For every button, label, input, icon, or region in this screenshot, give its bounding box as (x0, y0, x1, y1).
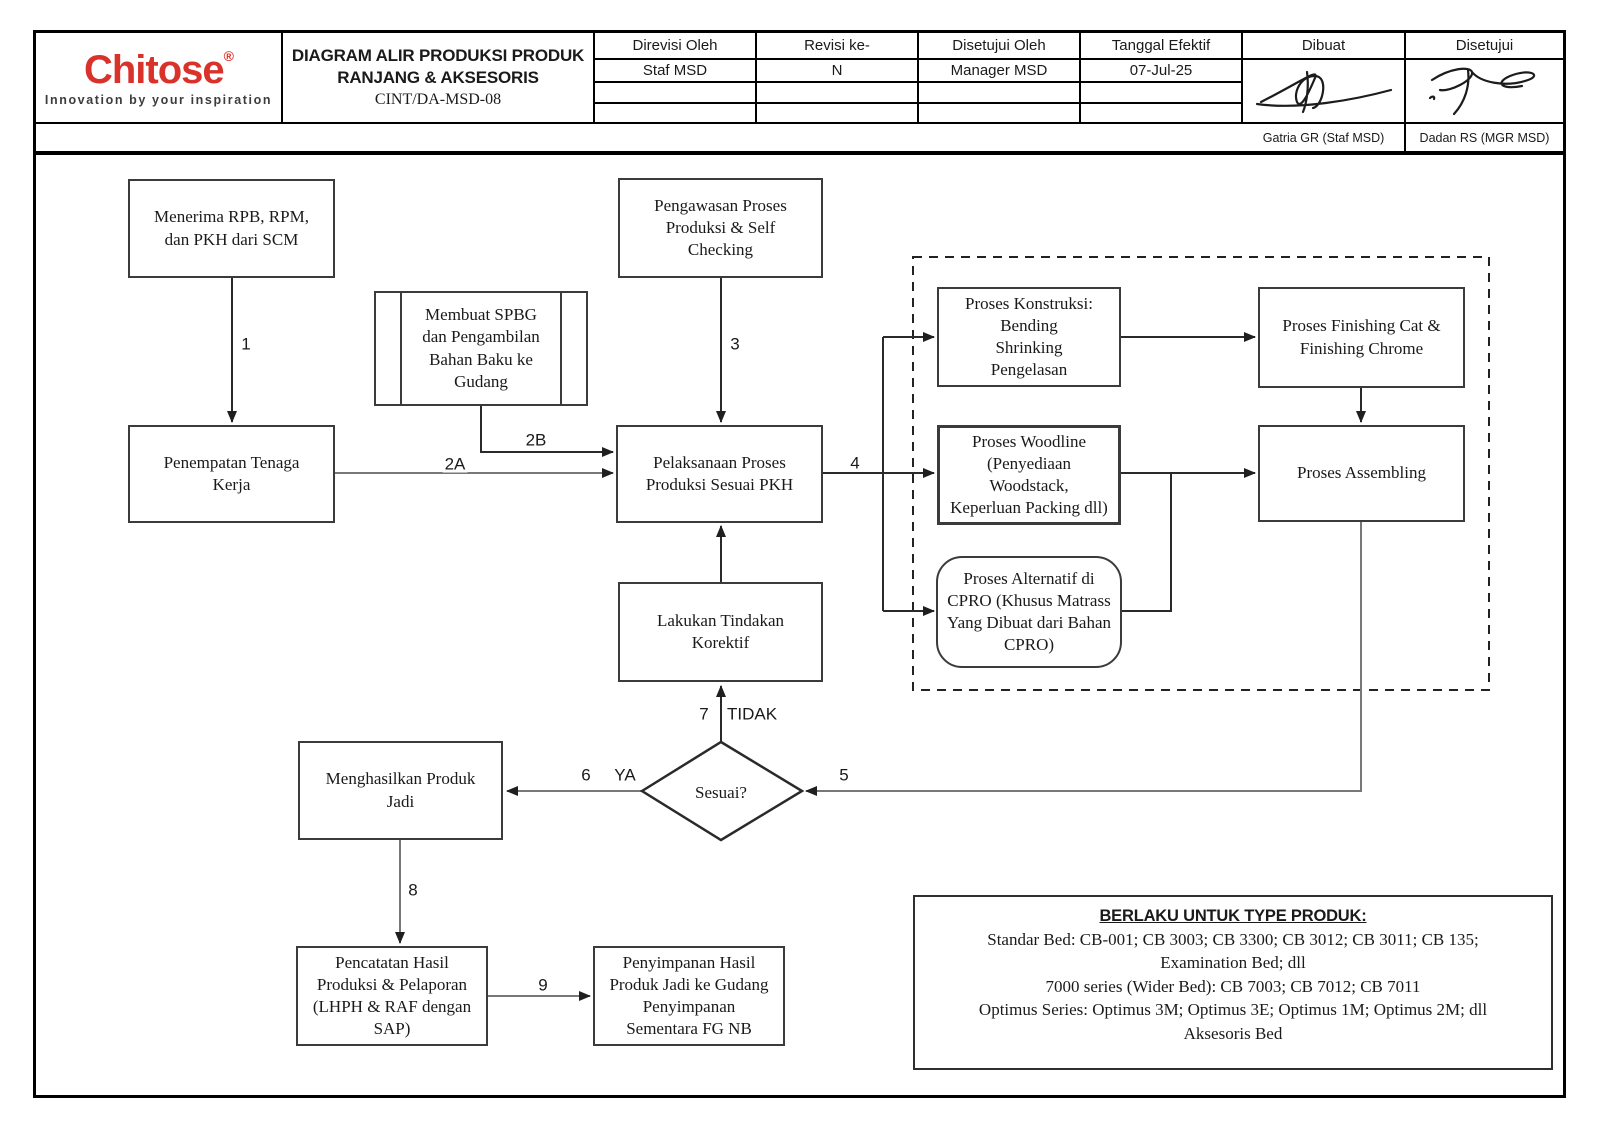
edge-cpro-join (1122, 474, 1172, 612)
dibuat-name: Gatria GR (Staf MSD) (1243, 124, 1406, 151)
rev-empty-cell (1081, 104, 1243, 124)
rev-header-tanggal: Tanggal Efektif (1081, 33, 1243, 60)
title-cell: DIAGRAM ALIR PRODUKSI PRODUK RANJANG & A… (283, 33, 595, 124)
rev-value-tanggal: 07-Jul-25 (1081, 60, 1243, 83)
edge-label-2a: 2A (442, 454, 468, 474)
edge-label-5: 5 (837, 765, 851, 785)
edge-label-tidak: TIDAK (724, 704, 780, 724)
decision-label-sesuai: Sesuai? (695, 783, 747, 802)
header-divider (36, 151, 1563, 155)
node-assembling: Proses Assembling (1258, 425, 1465, 522)
rev-header-disetujui: Disetujui Oleh (919, 33, 1081, 60)
rev-value-disetujui: Manager MSD (919, 60, 1081, 83)
node-menghasilkan: Menghasilkan Produk Jadi (298, 741, 503, 840)
dashed-group-region (912, 256, 1490, 691)
node-membuat-spbg: Membuat SPBG dan Pengambilan Bahan Baku … (374, 291, 588, 406)
rev-empty-cell (757, 104, 919, 124)
document-page: Chitose® Innovation by your inspiration … (33, 30, 1566, 1098)
rev-empty-cell (1081, 83, 1243, 104)
node-cpro-alternatif: Proses Alternatif di CPRO (Khusus Matras… (936, 556, 1122, 668)
edge-label-7: 7 (697, 704, 711, 724)
rev-empty-cell (595, 104, 757, 124)
rev-empty-cell (919, 104, 1081, 124)
node-penempatan: Penempatan Tenaga Kerja (128, 425, 335, 523)
rev-header-revisi: Revisi ke- (757, 33, 919, 60)
logo-text: Chitose (83, 47, 225, 92)
edge-label-9: 9 (536, 975, 550, 995)
node-tindakan-korektif: Lakukan Tindakan Korektif (618, 582, 823, 682)
edge-label-2b: 2B (523, 430, 549, 450)
signature-dibuat (1255, 70, 1392, 114)
node-pengawasan: Pengawasan Proses Produksi & Self Checki… (618, 178, 823, 278)
dibuat-header: Dibuat (1243, 33, 1406, 60)
rev-empty-cell (919, 83, 1081, 104)
node-pencatatan: Pencatatan Hasil Produksi & Pelaporan (L… (296, 946, 488, 1046)
decision-diamond (639, 740, 805, 842)
note-title: BERLAKU UNTUK TYPE PRODUK: (1099, 907, 1367, 925)
edge-2b (480, 406, 614, 457)
note-line: Aksesoris Bed (1183, 1023, 1283, 1043)
registered-mark-icon: ® (223, 47, 234, 64)
flowchart-connectors (227, 256, 1490, 1001)
edge-5 (805, 522, 1362, 796)
chitose-logo: Chitose® (83, 47, 234, 92)
edge-label-3: 3 (728, 334, 742, 354)
rev-header-direvisi: Direvisi Oleh (595, 33, 757, 60)
node-penyimpanan: Penyimpanan Hasil Produk Jadi ke Gudang … (593, 946, 785, 1046)
doc-code: CINT/DA-MSD-08 (374, 90, 502, 108)
edge-label-ya: YA (612, 765, 638, 785)
doc-title-line2: RANJANG & AKSESORIS (337, 67, 539, 87)
node-pelaksanaan: Pelaksanaan Proses Produksi Sesuai PKH (616, 425, 823, 523)
logo-cell: Chitose® Innovation by your inspiration (36, 33, 283, 124)
rev-value-revisi: N (757, 60, 919, 83)
node-woodline: Proses Woodline (Penyediaan Woodstack, K… (937, 425, 1121, 525)
disetujui-signature-cell (1406, 60, 1563, 124)
rev-empty-cell (757, 83, 919, 104)
note-line: Examination Bed; dll (1160, 953, 1306, 973)
edge-label-8: 8 (406, 880, 420, 900)
disetujui-header: Disetujui (1406, 33, 1563, 60)
rev-value-direvisi: Staf MSD (595, 60, 757, 83)
node-finishing: Proses Finishing Cat & Finishing Chrome (1258, 287, 1465, 388)
edge-label-4: 4 (848, 453, 862, 473)
edge-label-6: 6 (579, 765, 593, 785)
logo-tagline: Innovation by your inspiration (44, 92, 273, 107)
signature-disetujui (1428, 67, 1535, 116)
note-line: 7000 series (Wider Bed): CB 7003; CB 701… (1045, 976, 1421, 996)
rev-empty-cell (595, 83, 757, 104)
doc-title-line1: DIAGRAM ALIR PRODUKSI PRODUK (291, 46, 585, 66)
dibuat-signature-cell (1243, 60, 1406, 124)
product-type-note: BERLAKU UNTUK TYPE PRODUK: Standar Bed: … (913, 895, 1553, 1070)
note-line: Optimus Series: Optimus 3M; Optimus 3E; … (978, 1000, 1488, 1020)
node-konstruksi: Proses Konstruksi: Bending Shrinking Pen… (937, 287, 1121, 387)
edge-label-1: 1 (239, 334, 253, 354)
disetujui-name: Dadan RS (MGR MSD) (1419, 130, 1550, 145)
note-line: Standar Bed: CB-001; CB 3003; CB 3300; C… (987, 929, 1479, 949)
node-menerima-rpb: Menerima RPB, RPM, dan PKH dari SCM (128, 179, 335, 278)
